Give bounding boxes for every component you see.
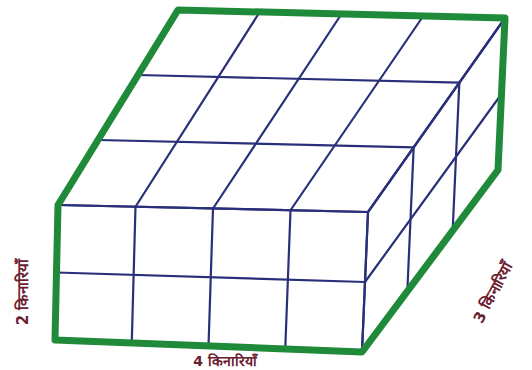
edge-count-label: 4 किनारियाँ (193, 351, 257, 370)
cube-edge (291, 16, 424, 210)
cube-edge (57, 273, 366, 283)
edge-count-label: 2 किनारियाँ (12, 259, 32, 326)
cuboid-outline (55, 10, 505, 352)
cube-edge (136, 12, 260, 207)
cube-edge (98, 140, 414, 147)
cube-edge (138, 75, 459, 83)
cube-edge (58, 205, 368, 212)
cube-edge (58, 205, 368, 212)
cube-edge (213, 14, 342, 209)
edge-count-label: 3 किनारियाँ (468, 258, 517, 326)
